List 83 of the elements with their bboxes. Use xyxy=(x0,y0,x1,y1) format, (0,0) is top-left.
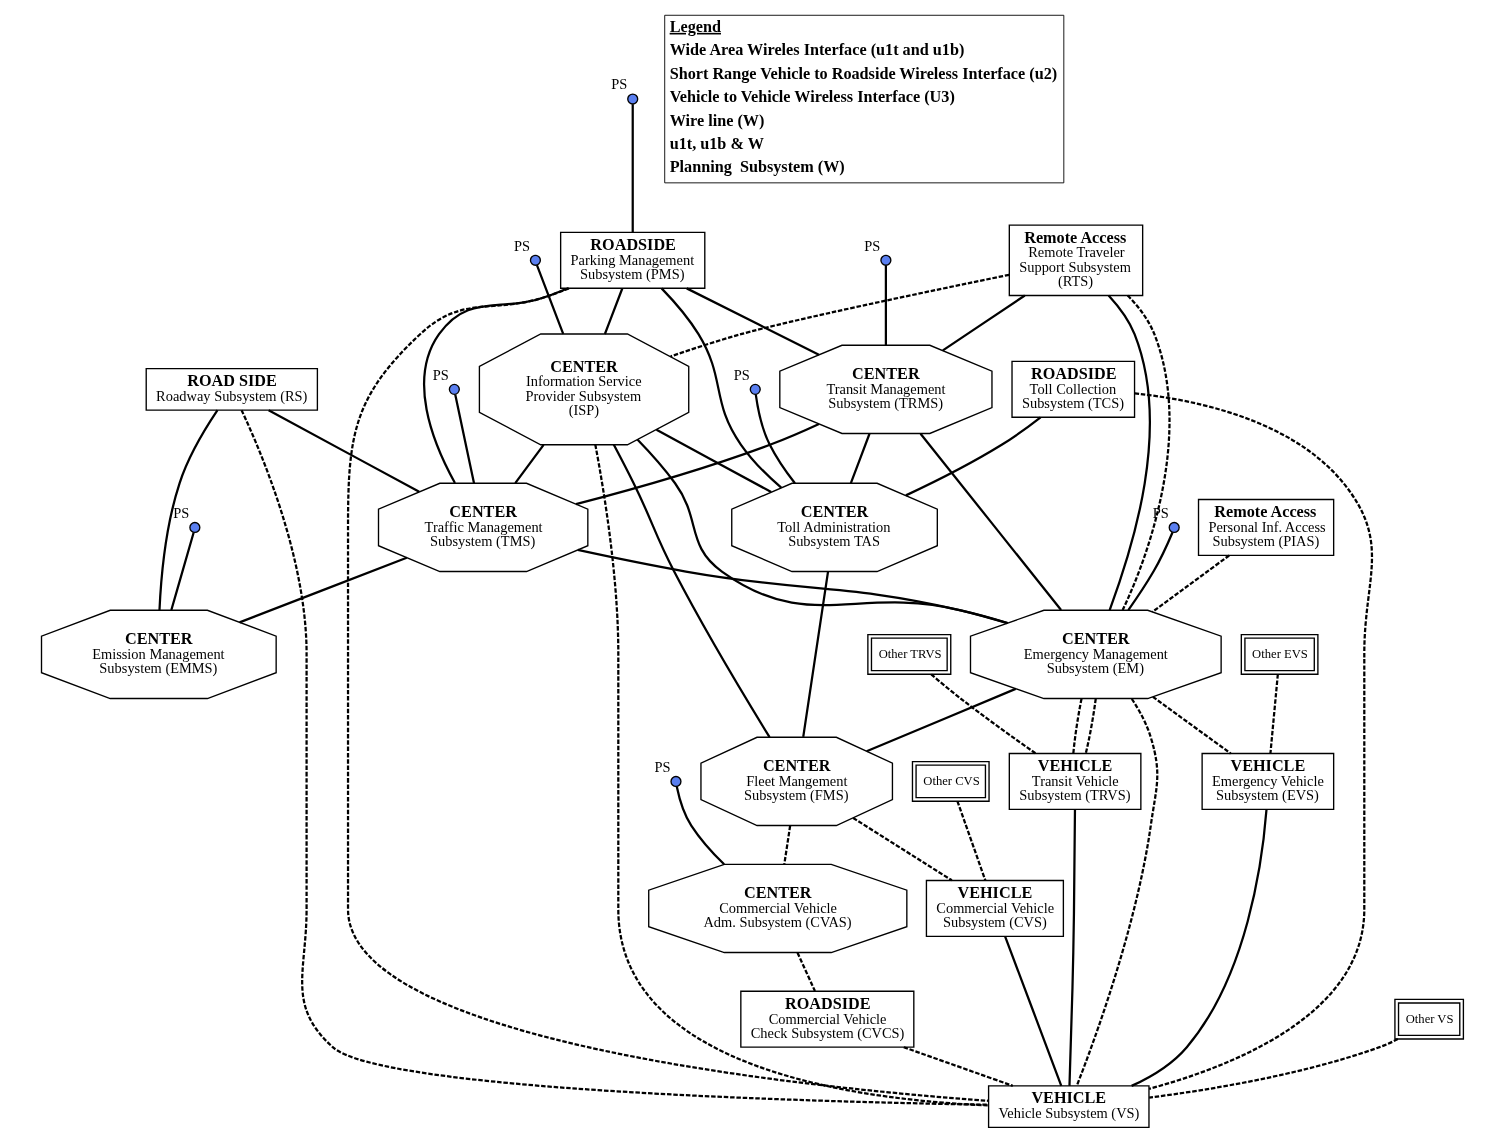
connector xyxy=(660,287,782,489)
node-label: PS xyxy=(864,237,881,254)
node-circle xyxy=(189,521,201,534)
node-circle xyxy=(529,254,542,266)
node-box: ROADSIDE Parking Management Subsystem (PMS) xyxy=(559,231,706,289)
connector xyxy=(1127,531,1174,611)
node-label: PS xyxy=(513,237,530,254)
node-label: PS xyxy=(432,366,449,383)
legend-label: Vehicle to Vehicle Wireless Interface (U3) xyxy=(669,88,955,107)
node-box: VEHICLE Transit Vehicle Subsystem (TRVS) xyxy=(1008,752,1142,811)
connector xyxy=(852,817,953,882)
connector xyxy=(1131,809,1268,1087)
connector xyxy=(454,394,476,484)
node-circle xyxy=(1168,521,1180,534)
legend-label: u1t, u1b & W xyxy=(669,134,764,153)
connector xyxy=(656,428,772,494)
connector xyxy=(239,556,408,624)
connector xyxy=(631,104,634,233)
connector xyxy=(1151,554,1230,613)
node-label: PS xyxy=(1152,504,1169,521)
connector xyxy=(423,287,569,484)
connector xyxy=(603,288,624,335)
connector xyxy=(594,444,989,1107)
legend-label: Planning Subsystem (W) xyxy=(669,158,845,177)
connector xyxy=(514,444,545,484)
connector xyxy=(577,548,1009,625)
node-label: PS xyxy=(733,366,750,383)
connector xyxy=(346,287,989,1102)
node-label: PS xyxy=(611,76,628,93)
connector xyxy=(1072,698,1083,754)
label: Legend xyxy=(669,17,721,36)
connector xyxy=(796,952,816,992)
node-box: ROADSIDE Toll Collection Subsystem (TCS) xyxy=(1011,360,1136,418)
connector xyxy=(1075,698,1159,1087)
legend-label: Wire line (W) xyxy=(669,111,765,130)
node-box: VEHICLE Vehicle Subsystem (VS) xyxy=(987,1085,1150,1128)
connector xyxy=(866,687,1017,753)
connector xyxy=(1004,936,1063,1087)
connector xyxy=(686,287,820,356)
connector xyxy=(675,786,725,866)
connector xyxy=(240,409,989,1106)
connector xyxy=(754,394,796,484)
connector xyxy=(905,416,1042,497)
connector xyxy=(612,444,771,738)
connector xyxy=(849,433,871,484)
connector xyxy=(268,409,420,493)
connector xyxy=(919,433,1062,611)
connector xyxy=(1149,1038,1399,1099)
node-box: ROADSIDE Commercial Vehicle Check Subsystem (CVCS) xyxy=(740,990,915,1048)
connector xyxy=(575,422,820,506)
node-circle xyxy=(448,383,460,395)
connector xyxy=(170,532,195,611)
connector xyxy=(636,438,1008,625)
node-box: VEHICLE Commercial Vehicle Subsystem (CVS) xyxy=(925,879,1065,938)
node-label: PS xyxy=(173,504,190,521)
node-circle xyxy=(627,93,639,105)
connector xyxy=(1121,294,1171,611)
legend-label: Wide Area Wireles Interface (u1t and u1b) xyxy=(669,41,965,60)
connector xyxy=(783,825,792,865)
connector xyxy=(884,265,887,346)
connector xyxy=(535,264,565,335)
legend-label: Short Range Vehicle to Roadside Wireless Interface (u2) xyxy=(669,64,1058,83)
connector xyxy=(1152,695,1232,755)
node-circle xyxy=(880,254,892,266)
node-circle xyxy=(670,775,682,788)
node-box: VEHICLE Emergency Vehicle Subsystem (EVS) xyxy=(1201,752,1335,811)
connector xyxy=(1084,698,1097,754)
connector xyxy=(956,800,987,881)
connector xyxy=(1068,809,1077,1086)
node-box: ROAD SIDE Roadway Subsystem (RS) xyxy=(145,367,319,411)
connector xyxy=(903,1046,1014,1087)
node-box: Remote Access Personal Inf. Access Subsystem (PIAS) xyxy=(1197,498,1335,556)
connector xyxy=(1134,392,1373,1090)
connector xyxy=(1107,294,1151,611)
connector xyxy=(670,273,1010,358)
node-label: PS xyxy=(654,758,671,775)
connector xyxy=(158,409,219,611)
connector xyxy=(1269,674,1279,754)
connector xyxy=(930,673,1037,755)
connector xyxy=(942,294,1026,352)
connector xyxy=(802,571,830,738)
node-circle xyxy=(749,383,761,395)
node-box: Remote Access Remote Traveler Support Subsystem (RTS) xyxy=(1008,224,1144,297)
